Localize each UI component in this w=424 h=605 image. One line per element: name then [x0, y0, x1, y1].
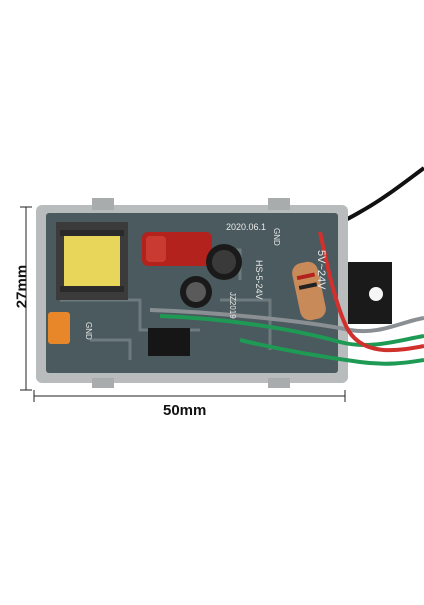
- date-code-marking: 2020.06.1: [226, 222, 266, 232]
- pcb-traces: [60, 248, 272, 360]
- transformer-core-top: [60, 230, 124, 236]
- case-clip-top-left: [92, 198, 114, 210]
- ic-chip: [148, 328, 190, 356]
- width-dimension-label: 50mm: [163, 402, 207, 419]
- transformer-core-bottom: [60, 286, 124, 292]
- model-marking: HS-5-24V: [254, 260, 264, 300]
- orange-component: [48, 312, 70, 344]
- gnd-marking-bottom: GND: [84, 322, 93, 340]
- red-wire: [318, 231, 424, 353]
- case-clip-bottom-right: [268, 378, 290, 388]
- case-clip-bottom-left: [92, 378, 114, 388]
- green-wire-2: [239, 338, 424, 366]
- transformer-coil: [64, 236, 120, 286]
- regulator-mount-hole: [369, 287, 383, 301]
- gray-wire: [149, 308, 424, 334]
- green-wire-1: [159, 314, 424, 347]
- electrolytic-capacitor-2-top: [186, 282, 206, 302]
- case-clip-top-right: [268, 198, 290, 210]
- voltage-marking: 5V~24V: [315, 250, 327, 290]
- red-capacitor-highlight: [146, 236, 166, 262]
- resistor-band-2: [298, 282, 318, 290]
- gnd-marking-top: GND: [272, 228, 281, 246]
- electrolytic-capacitor-1-top: [212, 250, 236, 274]
- resistor-band-1: [296, 272, 316, 281]
- part-code-marking: JZ2019: [228, 292, 237, 319]
- height-dimension-label: 27mm: [13, 264, 31, 309]
